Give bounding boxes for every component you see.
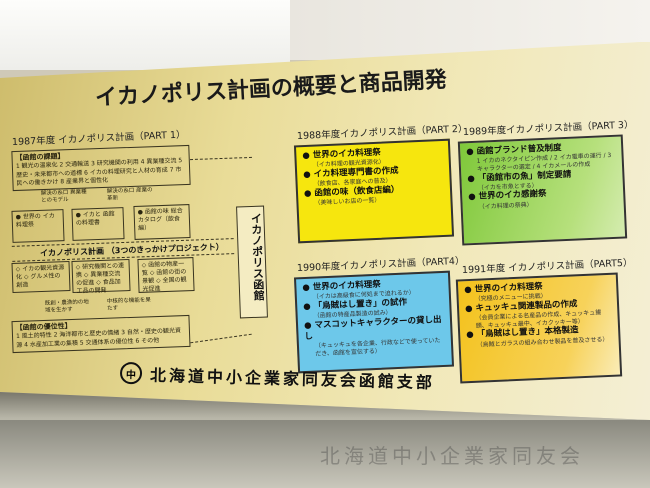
clue-2: 解決の糸口 産業の革新 xyxy=(106,187,153,203)
association-logo-icon: 中 xyxy=(119,361,143,385)
clue-1: 解決の糸口 異業種とのモデル xyxy=(40,189,87,205)
merits-box: 【函館の優位性】 1 風土的特性 2 海洋都市と歴史の情緒 3 自然・歴史の観光… xyxy=(11,314,191,354)
box-squid-cookbook: ● イカと 函館の料理書 xyxy=(71,207,125,241)
glass-reflection-text: 北海道中小企業家同友会 xyxy=(320,444,584,468)
issues-box: 【函館の課題】 1 観光の温泉化 2 交通輸送 3 研究機関の利用 4 異業種交… xyxy=(11,144,191,192)
part2-box: 世界のイカ料理祭（イカ料理の観光資源化） イカ料理専門書の作成（飲食店、各家庭へ… xyxy=(293,138,455,244)
ikanopolis-hakodate-box: イカノポリス函館 xyxy=(236,205,268,319)
note-2: 中核的な機能を果たす xyxy=(106,297,151,313)
box-e: ◇ 研究機関との連携 ◇ 異業種交流の促進 ◇ 食品加工品の開発 xyxy=(71,258,131,295)
glass-display-case xyxy=(0,420,650,488)
box-world-squid-festival: ● 世界の イカ料理祭 xyxy=(11,209,65,243)
box-f: ◇ 函館の物産一覧 ◇ 函館の街の景観 ◇ 全国の観光促進 xyxy=(137,257,195,293)
window-background xyxy=(0,0,290,70)
part5-box: 世界のイカ料理祭（究極のメニューに挑戦） キュッキュ関連製品の作成（会員企業によ… xyxy=(455,272,623,384)
issues-text: 1 観光の温泉化 2 交通輸送 3 研究機関の利用 4 異業種交流 5 歴史・未… xyxy=(15,157,183,187)
box-hakodate-taste: ● 函館の味 総合カタログ（飲食編） xyxy=(133,204,191,240)
box-d: ◇ イカの観光資源化 ◇ グルメ性の創造 xyxy=(11,260,71,294)
part4-box: 世界のイカ料理祭（イカは高級食に何処まで迫れるか） 「烏賊はし置き」の試作（函館… xyxy=(293,270,455,374)
note-1: 既創・農漁的の地域を生かす xyxy=(44,299,89,315)
